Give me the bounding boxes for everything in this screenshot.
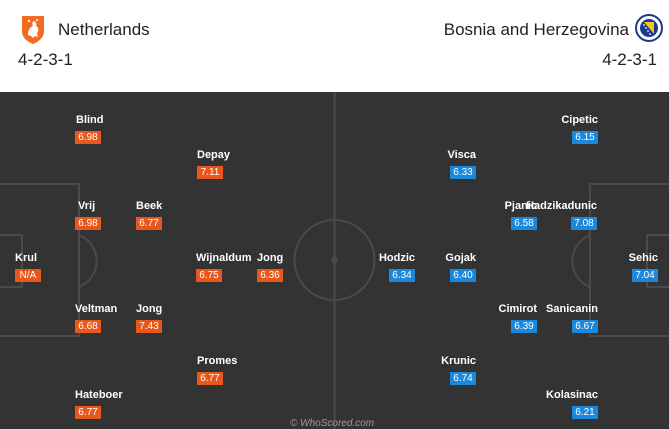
player-name: Gojak bbox=[445, 252, 476, 264]
player-rating: 6.15 bbox=[572, 131, 598, 144]
whoscored-watermark: © WhoScored.com bbox=[290, 418, 375, 429]
player-name: Wijnaldum bbox=[196, 252, 252, 264]
player-name: Sehic bbox=[628, 252, 658, 264]
pitch: Blind 6.98 Depay 7.11 Vrij 6.98 Beek 6.7… bbox=[0, 92, 669, 429]
player-rating: 7.04 bbox=[632, 269, 658, 282]
player-name: Jong bbox=[136, 303, 163, 315]
player-name: Kolasinac bbox=[546, 389, 598, 401]
away-team-name[interactable]: Bosnia and Herzegovina bbox=[443, 20, 629, 39]
home-team-name[interactable]: Netherlands bbox=[58, 20, 150, 39]
player-name: Krunic bbox=[441, 355, 476, 367]
player-rating: 6.98 bbox=[75, 131, 101, 144]
player-rating: 6.34 bbox=[389, 269, 415, 282]
player-rating: 6.77 bbox=[197, 372, 223, 385]
player-name: Visca bbox=[447, 149, 476, 161]
player-name: Hadzikadunic bbox=[526, 200, 597, 212]
player-name: Krul bbox=[15, 252, 37, 264]
pitch-markings bbox=[0, 92, 669, 429]
player-rating: 6.77 bbox=[136, 217, 162, 230]
player-name: Blind bbox=[76, 114, 104, 126]
player-name: Cipetic bbox=[561, 114, 598, 126]
player-rating: 6.75 bbox=[196, 269, 222, 282]
player-name: Sanicanin bbox=[546, 303, 598, 315]
player-rating: 6.40 bbox=[450, 269, 476, 282]
player-name: Hateboer bbox=[75, 389, 123, 401]
player-rating: 6.21 bbox=[572, 406, 598, 419]
player-rating: 7.11 bbox=[197, 166, 223, 179]
player-rating: 6.39 bbox=[511, 320, 537, 333]
player-name: Jong bbox=[257, 252, 284, 264]
player-rating: 6.67 bbox=[572, 320, 598, 333]
player-name: Beek bbox=[136, 200, 163, 212]
player-rating: 6.36 bbox=[257, 269, 283, 282]
match-header: Netherlands 4-2-3-1 Bosnia and Herzegovi… bbox=[0, 0, 669, 92]
player-name: Promes bbox=[197, 355, 238, 367]
netherlands-lion-crest-icon bbox=[22, 16, 44, 44]
player-rating: 7.08 bbox=[571, 217, 597, 230]
player-name: Cimirot bbox=[498, 303, 538, 315]
player-name: Veltman bbox=[75, 303, 118, 315]
player-rating: 6.74 bbox=[450, 372, 476, 385]
player-name: Hodzic bbox=[378, 252, 415, 264]
player-rating: N/A bbox=[15, 269, 41, 282]
player-rating: 6.68 bbox=[75, 320, 101, 333]
player-rating: 6.77 bbox=[75, 406, 101, 419]
player-rating: 7.43 bbox=[136, 320, 162, 333]
player-rating: 6.98 bbox=[75, 217, 101, 230]
bosnia-federation-crest-icon bbox=[635, 14, 663, 42]
home-formation: 4-2-3-1 bbox=[18, 50, 73, 69]
player-name: Depay bbox=[197, 149, 231, 161]
player-name: Vrij bbox=[78, 200, 96, 212]
player-rating: 6.58 bbox=[511, 217, 537, 230]
player-name: Pjanic bbox=[504, 200, 537, 212]
player-rating: 6.33 bbox=[450, 166, 476, 179]
away-formation: 4-2-3-1 bbox=[602, 50, 657, 69]
